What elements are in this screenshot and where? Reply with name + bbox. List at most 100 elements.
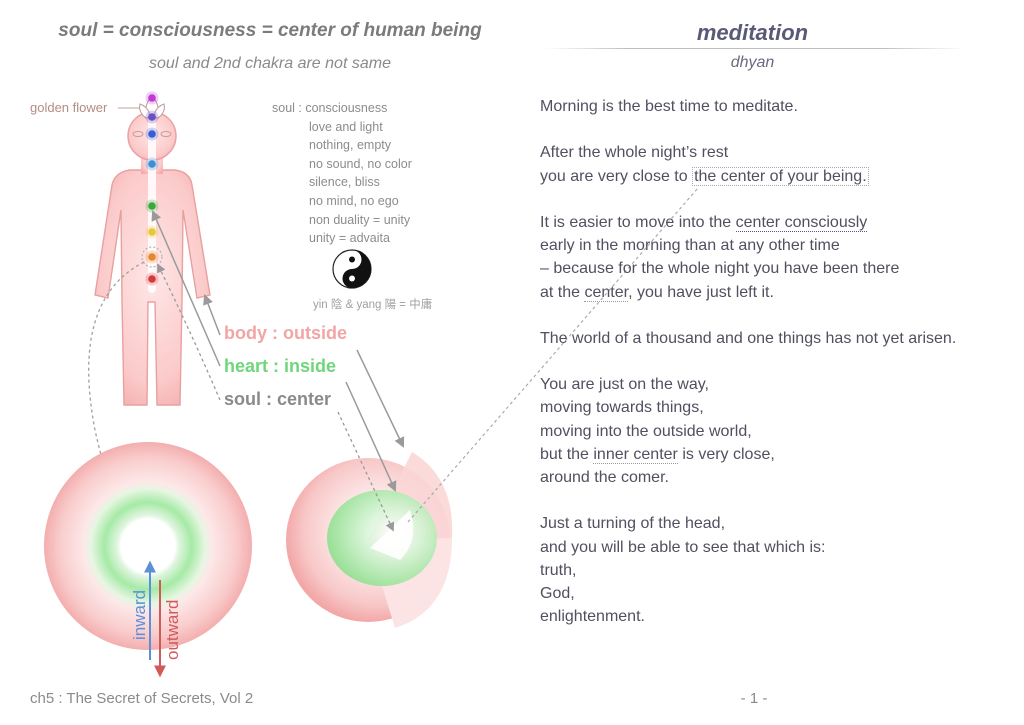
text-span: and you will be able to see that which i… — [540, 538, 826, 556]
chakra-glow — [145, 127, 159, 141]
soul-attribute-line: silence, bliss — [309, 175, 380, 190]
chakra-dot — [148, 253, 156, 261]
meditation-text: Morning is the best time to meditate. Aft… — [540, 95, 1000, 628]
text-line: – because for the whole night you have b… — [540, 257, 1000, 280]
chakra-glow — [145, 272, 159, 286]
text-line: enlightenment. — [540, 605, 1000, 628]
text-line: You are just on the way, — [540, 373, 1000, 396]
text-span: It is easier to move into the — [540, 213, 736, 231]
heart-pointer-arrow — [151, 210, 221, 367]
text-line: After the whole night’s rest — [540, 141, 1000, 164]
heart-to-sphere-arrow — [345, 381, 397, 492]
chakra-dot — [148, 160, 156, 168]
soul-attribute-line: love and light — [309, 119, 383, 134]
text-span: After the whole night’s rest — [540, 144, 729, 162]
body-pointer-arrow — [203, 294, 221, 336]
text-span: moving towards things, — [540, 399, 704, 417]
page-number: - 1 - — [740, 690, 768, 707]
text-line: moving towards things, — [540, 396, 1000, 419]
golden-flower-label: golden flower — [30, 100, 108, 115]
paragraph-gap — [540, 350, 1000, 373]
chakra-dot — [148, 228, 156, 236]
chakra-dot — [148, 94, 156, 102]
yin-yang-caption: yin 陰 & yang 陽 = 中庸 — [313, 299, 433, 311]
soul-attribute-line: no sound, no color — [309, 156, 412, 171]
text-line: moving into the outside world, — [540, 420, 1000, 443]
text-span: moving into the outside world, — [540, 422, 752, 440]
text-span: , you have just left it. — [628, 283, 774, 301]
highlighted-phrase: inner center — [593, 445, 678, 464]
text-span: God, — [540, 584, 575, 602]
text-span: around the comer. — [540, 469, 669, 486]
text-span: – because for the whole night you have b… — [540, 260, 900, 278]
center-link-dotted-arrow — [88, 261, 145, 542]
soul-attribute-line: non duality = unity — [309, 212, 411, 227]
chakra-dot — [148, 130, 156, 138]
highlighted-phrase: the center of your being. — [692, 166, 869, 186]
text-line: Just a turning of the head, — [540, 512, 1000, 535]
text-line: and you will be able to see that which i… — [540, 536, 1000, 559]
yin-yang-icon — [332, 249, 372, 289]
text-line: The world of a thousand and one things h… — [540, 327, 1000, 350]
right-page-subtitle: dhyan — [730, 54, 775, 71]
text-line: at the center, you have just left it. — [540, 281, 1000, 304]
ring-diagram — [44, 442, 252, 650]
chakra-glow — [145, 250, 159, 264]
highlighted-phrase: center — [584, 283, 629, 302]
text-line: but the inner center is very close, — [540, 443, 1000, 466]
human-body-figure — [94, 111, 211, 406]
outward-label: outward — [163, 600, 182, 660]
paragraph-gap — [540, 118, 1000, 141]
text-span: The world of a thousand and one things h… — [540, 329, 957, 347]
text-line: you are very close to the center of your… — [540, 165, 1000, 188]
text-span: truth, — [540, 561, 577, 579]
text-span: is very close, — [677, 445, 775, 463]
highlighted-phrase: center consciously — [735, 213, 868, 232]
text-span: You are just on the way, — [540, 376, 709, 394]
chakra-dot — [148, 275, 156, 283]
lotus-flower-icon — [139, 95, 165, 119]
soul-attributes-list: soul : consciousness love and light nothin… — [272, 99, 412, 248]
text-span: enlightenment. — [540, 608, 645, 626]
chakra-glow — [145, 225, 159, 239]
chakra-glow — [145, 110, 159, 124]
soul-pointer-arrow — [157, 263, 221, 401]
soul-to-sphere-dotted-arrow — [337, 411, 395, 532]
paragraph-gap — [540, 304, 1000, 327]
chakra-glow — [145, 91, 159, 105]
paragraph-gap — [540, 188, 1000, 211]
title-divider — [545, 48, 965, 49]
paragraph-gap — [540, 489, 1000, 512]
chakra-dot — [148, 202, 156, 210]
body-to-sphere-arrow — [356, 349, 405, 448]
soul-attribute-line: no mind, no ego — [309, 193, 399, 208]
chakra-glow — [145, 199, 159, 213]
heart-inside-label: heart : inside — [224, 356, 337, 376]
sphere-cutaway-diagram — [286, 452, 453, 628]
text-line: It is easier to move into the center con… — [540, 211, 1000, 234]
text-line: Morning is the best time to meditate. — [540, 95, 1000, 118]
text-span: Morning is the best time to meditate. — [540, 98, 798, 115]
right-page-title: meditation — [696, 20, 809, 45]
second-chakra-outline — [141, 246, 163, 268]
text-span: you are very close to — [540, 167, 693, 185]
text-line: early in the morning than at any other t… — [540, 234, 1000, 257]
text-span: but the — [540, 445, 594, 463]
left-page-title: soul = consciousness = center of human b… — [58, 20, 482, 41]
footer-source: ch5 : The Secret of Secrets, Vol 2 — [30, 690, 254, 707]
soul-attribute-line: unity = advaita — [309, 231, 390, 246]
chakra-dot — [148, 113, 156, 121]
soul-center-label: soul : center — [224, 389, 332, 409]
text-span: Just a turning of the head, — [540, 515, 726, 533]
chakra-dots — [145, 91, 159, 286]
left-page-subtitle: soul and 2nd chakra are not same — [149, 55, 391, 72]
text-line: around the comer. — [540, 466, 1000, 489]
text-line: truth, — [540, 559, 1000, 582]
soul-attribute-line: nothing, empty — [309, 138, 391, 153]
soul-attribute-line: soul : consciousness — [272, 101, 388, 115]
chakra-glow — [145, 157, 159, 171]
text-line: God, — [540, 582, 1000, 605]
inward-label: inward — [130, 590, 149, 640]
text-span: early in the morning than at any other t… — [540, 237, 840, 255]
text-span: at the — [540, 283, 585, 301]
